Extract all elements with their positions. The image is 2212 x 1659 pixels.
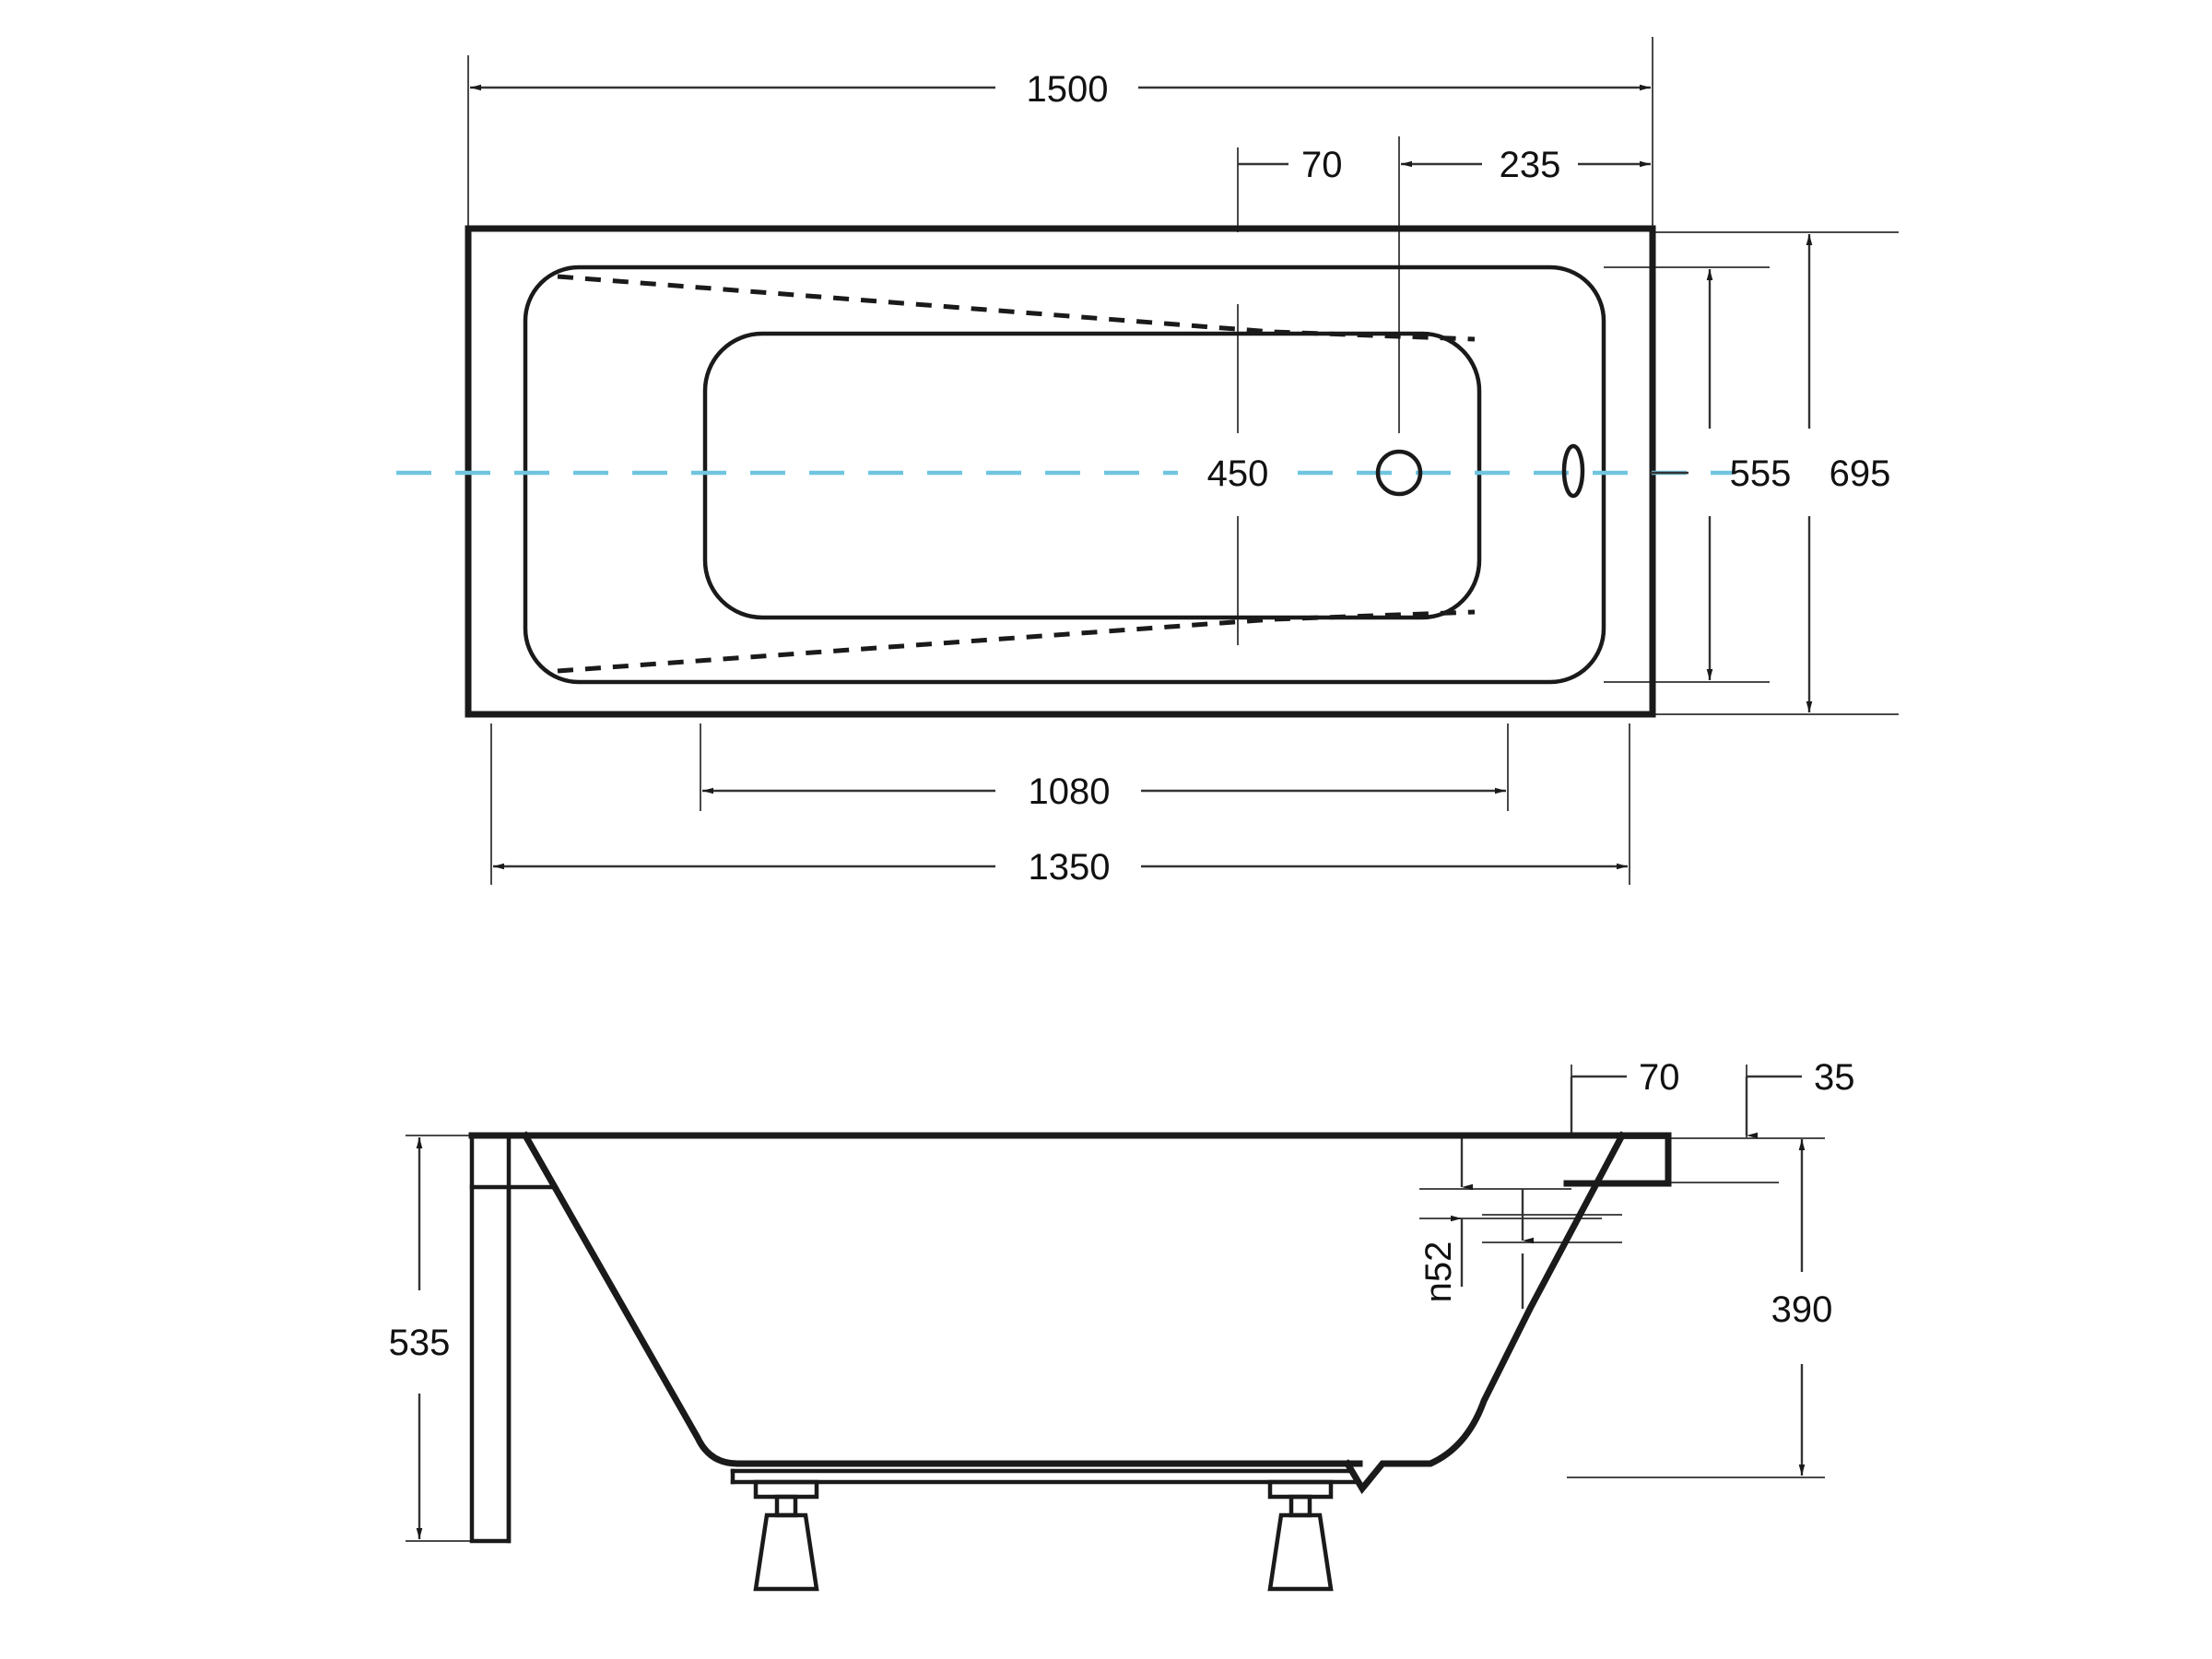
- dim-label-535: 535: [389, 1323, 451, 1363]
- hidden-slope-bottom: [557, 609, 1476, 674]
- dim-label-235: 235: [1500, 145, 1561, 185]
- support-legs: [753, 1479, 1334, 1592]
- tub-inner-right-wall: [1343, 1131, 1627, 1495]
- dim-label-555: 555: [1730, 453, 1792, 494]
- overflow-ellipse: [1561, 443, 1585, 499]
- support-leg-right: [1267, 1479, 1334, 1592]
- plan-view: 1500 70 235: [396, 37, 1899, 888]
- plan-extension-lines: [467, 37, 1899, 885]
- side-panel: [469, 1133, 554, 1544]
- hidden-slope-top: [557, 274, 1476, 342]
- dim-label-70-section: 70: [1639, 1057, 1680, 1098]
- tub-base-plate: [730, 1468, 1358, 1485]
- dim-label-70-plan: 70: [1301, 145, 1343, 185]
- support-leg-left: [753, 1479, 819, 1592]
- dim-inner-width-555: 555: [1650, 269, 1791, 680]
- dim-overflow-diameter-n52: n52: [1418, 1135, 1534, 1309]
- dim-label-695: 695: [1830, 453, 1891, 494]
- dim-base-length-1350: 1350: [493, 847, 1628, 888]
- dim-label-1080: 1080: [1029, 771, 1111, 812]
- dim-inner-length-1080: 1080: [702, 771, 1506, 812]
- dim-overall-length-1500: 1500: [470, 69, 1651, 110]
- dim-label-390: 390: [1771, 1289, 1833, 1330]
- dim-end-offset-235: 235: [1401, 145, 1651, 185]
- dim-inner-depth-390: 390: [1771, 1139, 1833, 1476]
- dim-label-1350: 1350: [1029, 847, 1111, 888]
- section-view: 70 35 n52 390: [389, 1057, 1855, 1592]
- dim-rim-width-70: 70: [1570, 1057, 1680, 1139]
- tub-inner-left-wall: [521, 1131, 1363, 1467]
- dim-label-35: 35: [1814, 1057, 1855, 1098]
- dim-label-n52: n52: [1418, 1241, 1459, 1303]
- dim-label-1500: 1500: [1027, 69, 1109, 110]
- tub-rim-step: [1563, 1132, 1672, 1187]
- dim-label-450: 450: [1207, 453, 1269, 494]
- dim-edge-width-35: 35: [1745, 1057, 1855, 1139]
- tub-floor-outline: [702, 331, 1482, 620]
- dim-total-height-535: 535: [389, 1137, 451, 1539]
- dim-overall-width-695: 695: [1806, 234, 1891, 712]
- dim-tap-offset-70: 70: [1238, 145, 1343, 185]
- drain-circle: [1375, 449, 1423, 497]
